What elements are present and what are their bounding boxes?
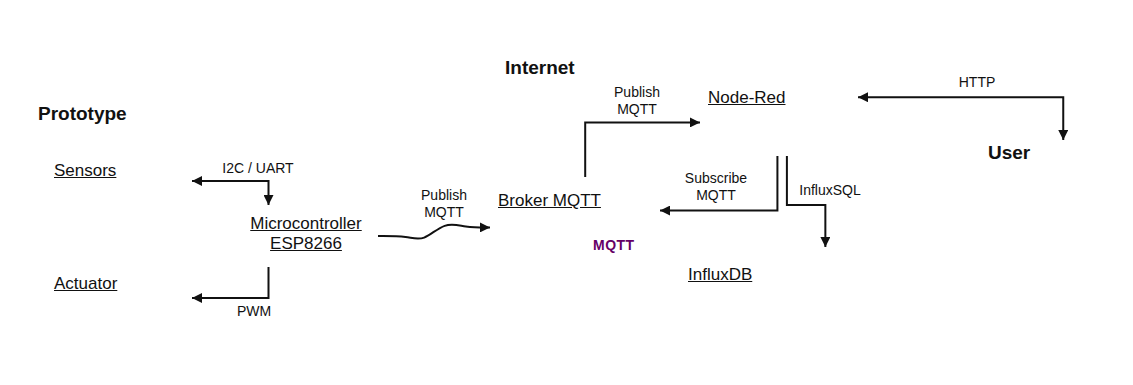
connector-label-wrap: Subscribe MQTT — [676, 170, 756, 204]
node-front-face — [700, 81, 849, 156]
microcontroller-component: Microcontroller ESP8266 — [228, 205, 378, 267]
connector — [378, 225, 490, 239]
node-top-face — [40, 258, 192, 267]
broker-node: Broker MQTT MQTT — [490, 177, 660, 261]
node-top-face — [680, 247, 838, 256]
user-panel: User — [978, 140, 1133, 335]
connector-label: I2C / UART — [218, 160, 298, 177]
component-tab — [221, 214, 235, 222]
prototype-region: PrototypeSensorsMicrocontroller ESP8266A… — [8, 95, 390, 375]
influxdb-node: InfluxDB — [680, 247, 838, 331]
logo-text: MQTT — [593, 237, 635, 253]
group-heading: Internet — [505, 57, 575, 80]
panel-outline — [979, 141, 1133, 335]
node-name: Actuator — [54, 274, 117, 294]
actuator-node: Actuator — [40, 258, 192, 338]
connector-label: Publish MQTT — [413, 187, 475, 221]
cloud-outline — [413, 11, 998, 373]
connector — [192, 267, 269, 298]
node-side-face — [651, 177, 660, 261]
node-name: Microcontroller ESP8266 — [250, 214, 361, 255]
node-front-face — [40, 154, 183, 225]
actuator-node-shape — [40, 258, 192, 338]
node-side-face — [183, 258, 192, 338]
connector-label-wrap: I2C / UART — [218, 160, 298, 177]
connector-label-wrap: Publish MQTT — [606, 84, 668, 118]
node-side-face — [183, 145, 192, 225]
user-panel-shape — [978, 140, 1133, 335]
nodered-logo — [807, 116, 841, 150]
group-heading: User — [988, 142, 1030, 165]
connector — [585, 122, 700, 177]
node-side-face — [829, 247, 838, 331]
influxdb-logo — [766, 285, 797, 321]
nodered-node-shape — [700, 72, 858, 156]
node-name: Broker MQTT — [498, 191, 601, 211]
node-name: InfluxDB — [688, 265, 752, 285]
connector-label-wrap: PWM — [232, 303, 276, 320]
user-devices-illustration — [990, 170, 1125, 321]
sensors-node: Sensors — [40, 145, 192, 225]
connector-label-wrap: HTTP — [955, 74, 999, 91]
connector-label: PWM — [232, 303, 276, 320]
nodered-node: Node-Red — [700, 72, 858, 156]
region-outline — [9, 96, 390, 375]
connector — [192, 181, 269, 205]
connector-label: Subscribe MQTT — [676, 170, 756, 204]
component-outline — [228, 205, 378, 267]
connector — [858, 97, 1063, 140]
mqtt-logo — [618, 203, 639, 224]
connector-label-wrap: InfluxSQL — [794, 182, 866, 199]
node-front-face — [490, 186, 651, 261]
connector-label-wrap: Publish MQTT — [413, 187, 475, 221]
node-top-face — [700, 72, 858, 81]
connector — [660, 156, 777, 211]
node-top-face — [490, 177, 660, 186]
node-top-face — [40, 145, 192, 154]
group-heading: Prototype — [38, 103, 127, 126]
node-side-face — [849, 72, 858, 156]
influxdb-node-shape — [680, 247, 838, 331]
connector — [787, 156, 825, 247]
node-front-face — [680, 256, 829, 331]
node-front-face — [40, 267, 183, 338]
component-tab — [221, 230, 235, 238]
connector-label: HTTP — [955, 74, 999, 91]
connector-label: InfluxSQL — [794, 182, 866, 199]
node-name: Sensors — [54, 161, 116, 181]
connector-label: Publish MQTT — [606, 84, 668, 118]
logo-label-wrap: MQTT — [593, 237, 635, 253]
sensors-node-shape — [40, 145, 192, 225]
node-name: Node-Red — [708, 88, 786, 108]
